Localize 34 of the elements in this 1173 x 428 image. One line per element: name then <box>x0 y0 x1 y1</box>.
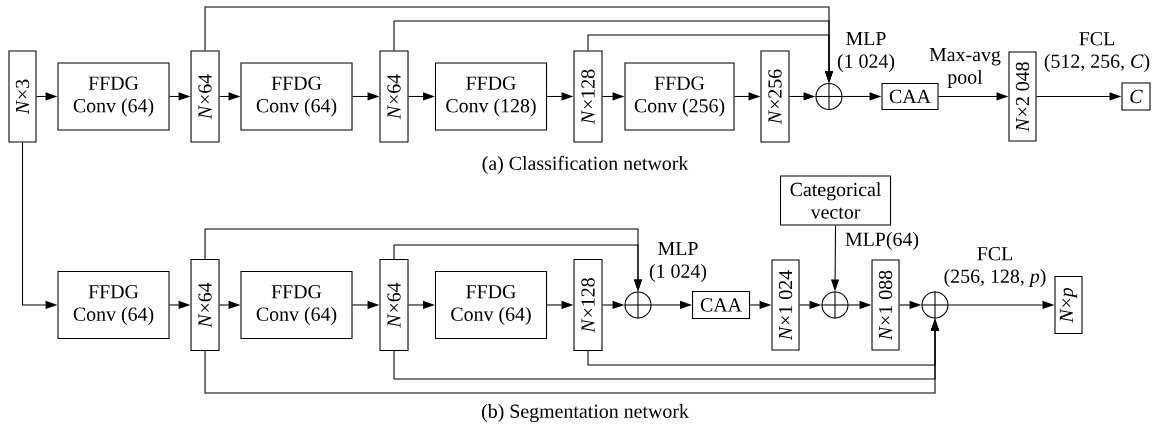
tensor-box: N×64 <box>190 258 220 351</box>
tensor-box: N×1 024 <box>771 259 800 351</box>
tensor-box: N×3 <box>8 50 37 143</box>
process-box: FFDG Conv (256) <box>624 62 735 131</box>
process-box: FFDG Conv (64) <box>57 270 170 339</box>
process-box: FFDG Conv (64) <box>57 62 170 131</box>
process-box: CAA <box>692 290 751 319</box>
process-box: FFDG Conv (64) <box>240 62 353 131</box>
sum-circle <box>920 290 950 320</box>
sum-circle <box>820 290 850 320</box>
tensor-box: N×256 <box>760 50 790 143</box>
side-label: MLP (1 024) <box>649 242 707 282</box>
tensor-box: N×1 088 <box>871 259 900 351</box>
edge-label: FCL (256, 128, p) <box>944 247 1046 287</box>
tensor-box: N×64 <box>379 50 409 143</box>
tensor-box: N×2 048 <box>1008 51 1037 142</box>
process-box: FFDG Conv (64) <box>434 270 548 339</box>
tensor-box: N×128 <box>573 258 603 351</box>
tensor-box: N×64 <box>190 50 220 143</box>
sum-circle <box>623 290 653 320</box>
tensor-box: N×128 <box>573 50 603 143</box>
edge-label: MLP(64) <box>843 230 921 252</box>
side-label: MLP (1 024) <box>837 32 895 72</box>
process-box: Categorical vector <box>780 175 892 226</box>
edge-label: FCL (512, 256, C) <box>1044 32 1150 72</box>
tensor-box: N×p <box>1054 275 1083 334</box>
tensor-box: N×64 <box>379 258 409 351</box>
process-box: C <box>1121 82 1151 111</box>
process-box: CAA <box>881 82 939 110</box>
sum-circle <box>814 82 844 111</box>
caption: (b) Segmentation network <box>482 404 689 423</box>
process-box: FFDG Conv (128) <box>434 62 548 131</box>
caption: (a) Classification network <box>482 155 689 175</box>
process-box: FFDG Conv (64) <box>240 270 353 339</box>
